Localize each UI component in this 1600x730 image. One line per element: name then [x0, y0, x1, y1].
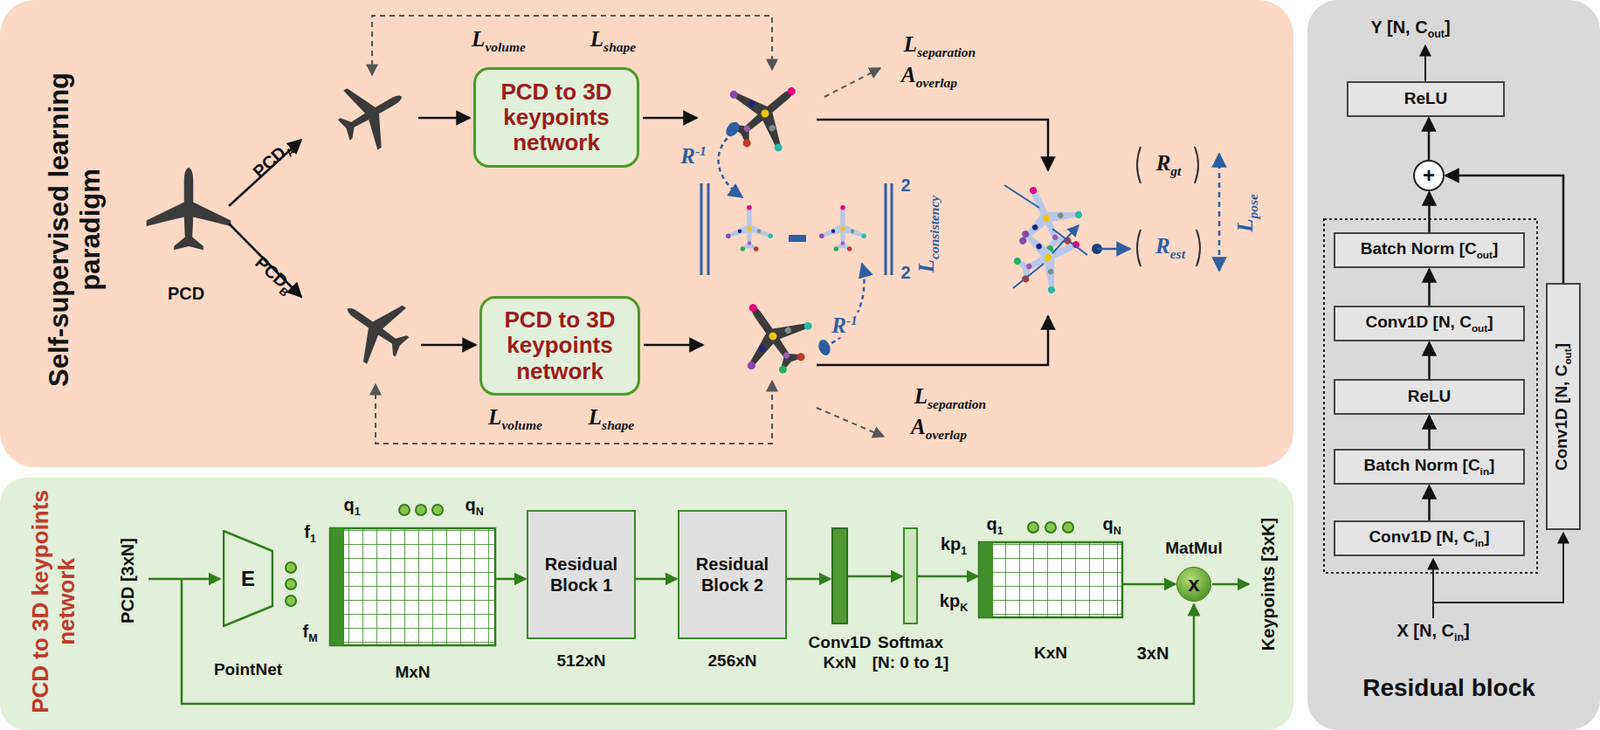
sum-circle: +: [1413, 159, 1445, 192]
annotation-label: q1: [343, 495, 360, 518]
skip-conv-box: Conv1D [N, Cout]: [1545, 282, 1581, 531]
node-text: Self-supervised learning paradigm: [43, 37, 106, 422]
layer-box: ReLU: [1333, 379, 1525, 415]
peach-panel: [0, 0, 1294, 468]
node-text: Conv1D [N, Cin]: [1368, 528, 1490, 550]
annotation-label: 3xN: [1137, 643, 1170, 664]
aligned-planes: [725, 172, 1094, 304]
connector-arrow: [495, 578, 526, 581]
annotation-label: Lconsistency: [914, 195, 942, 273]
annotation-label: qN: [1102, 514, 1121, 538]
annotation-label: Aoverlap: [910, 414, 967, 442]
network-box: PCD to 3D keypoints network: [479, 296, 641, 396]
encoder-trapezoid: EPointNet: [222, 530, 274, 628]
connector-arrow: [1427, 485, 1431, 521]
annotation-label: Lshape: [590, 27, 636, 55]
node-text: MxN: [394, 662, 430, 683]
process-box: Residual Block 1512xN: [526, 510, 636, 640]
annotation-label: fM: [303, 621, 318, 645]
layer-box: Conv1D [N, Cout]: [1333, 305, 1525, 342]
connector-arrow: [635, 578, 677, 581]
connector-arrow: [1427, 192, 1431, 233]
network-box: PCD to 3D keypoints network: [473, 67, 640, 168]
annotation-label: kpK: [939, 591, 968, 614]
node-text: Residual Block 2: [682, 553, 782, 596]
node-text: Batch Norm [Cout]: [1360, 240, 1499, 262]
annotation-label: Lseparation: [903, 32, 976, 60]
blue-annotations: [701, 121, 1220, 357]
node-text: E: [241, 568, 256, 590]
annotation-label: Lvolume: [488, 405, 543, 433]
connector-arrow: [917, 575, 979, 579]
node-text: Residual Block 1: [531, 553, 631, 596]
node-text: KxN: [1034, 643, 1068, 664]
annotation-label: X [N, Cin]: [1396, 620, 1469, 644]
layer-box: Batch Norm [Cout]: [1333, 232, 1525, 269]
connector-arrow: [1122, 583, 1176, 587]
annotation-label: PCDA: [248, 137, 298, 185]
connector-arrow: [848, 575, 903, 579]
annotation-label: Aoverlap: [901, 62, 958, 90]
residual-panel: Residual block ReLU + Batch Norm [Cout] Conv…: [1307, 0, 1600, 730]
connector-arrow: [1427, 415, 1431, 449]
connector-arrow: [786, 578, 831, 581]
node-text: x: [1187, 573, 1200, 595]
connector-arrow: [1427, 268, 1431, 306]
dashed-loss-arrows: [372, 15, 884, 444]
matmul-circle: xMatMul: [1176, 566, 1212, 602]
annotation-label: R-1: [678, 143, 709, 169]
node-text: PCD to 3D keypoints network: [27, 483, 81, 720]
annotation-label: PCDB: [248, 252, 298, 300]
conv-bar: Conv1D KxN: [831, 527, 849, 625]
node-text: PCD to 3D keypoints network: [485, 307, 635, 384]
residual-wires: [1324, 45, 1564, 619]
node-caption: MatMul: [1165, 538, 1222, 559]
node-text: Conv1D [N, Cout]: [1552, 342, 1574, 470]
node-text: +: [1422, 165, 1435, 187]
annotation-label: Rest: [1155, 234, 1186, 262]
node-text: ReLU: [1407, 387, 1452, 407]
node-caption: PointNet: [213, 660, 283, 681]
annotation-label: Y [N, Cout]: [1370, 17, 1450, 41]
paradigm-panel: Self-supervised learning paradigmPCD to …: [0, 0, 1294, 468]
keypoint-matrix: KxN: [979, 542, 1123, 618]
annotation-label: Lseparation: [914, 384, 987, 412]
softmax-bar: Softmax [N: 0 to 1]: [903, 527, 918, 625]
annotation-label: PCD [3xN]: [117, 537, 138, 624]
node-text: PCD to 3D keypoints network: [479, 79, 634, 156]
annotation-label: 2: [900, 262, 911, 283]
annotation-label: Rgt: [1156, 151, 1182, 179]
annotation-label: R-1: [829, 312, 860, 338]
brackets: [1137, 146, 1200, 267]
network-panel: PCD to 3D keypoints networkEPointNetMxNR…: [0, 477, 1294, 730]
node-text: Softmax [N: 0 to 1]: [868, 633, 954, 674]
layer-box: ReLU: [1346, 81, 1505, 118]
node-text: Conv1D [N, Cout]: [1365, 313, 1493, 335]
annotation-label: kp1: [940, 534, 967, 558]
annotation-label: 2: [900, 175, 911, 196]
node-text: Batch Norm [Cin]: [1364, 456, 1496, 478]
grey-panel: [1307, 0, 1600, 730]
annotation-label: q1: [986, 514, 1003, 538]
process-box: Residual Block 2256xN: [677, 510, 787, 640]
node-text: Residual block: [1362, 675, 1536, 703]
node-caption: 256xN: [708, 651, 758, 672]
node-text: ReLU: [1404, 89, 1449, 109]
annotation-label: Lvolume: [471, 27, 526, 55]
connector-arrow: [1427, 342, 1431, 380]
annotation-label: PCD: [167, 283, 205, 304]
node-caption: 512xN: [557, 651, 607, 672]
node-text: Conv1D KxN: [805, 633, 876, 674]
feature-matrix: MxN: [330, 528, 496, 646]
annotation-label: Keypoints [3xK]: [1258, 517, 1279, 651]
annotation-label: qN: [464, 495, 483, 518]
annotation-label: Lpose: [1233, 193, 1261, 233]
layer-box: Conv1D [N, Cin]: [1333, 520, 1525, 557]
annotation-label: f1: [303, 522, 317, 545]
annotation-label: Lshape: [588, 405, 635, 433]
layer-box: Batch Norm [Cin]: [1333, 448, 1525, 485]
connector-arrow: [1427, 117, 1431, 160]
green-panel: [0, 477, 1294, 730]
